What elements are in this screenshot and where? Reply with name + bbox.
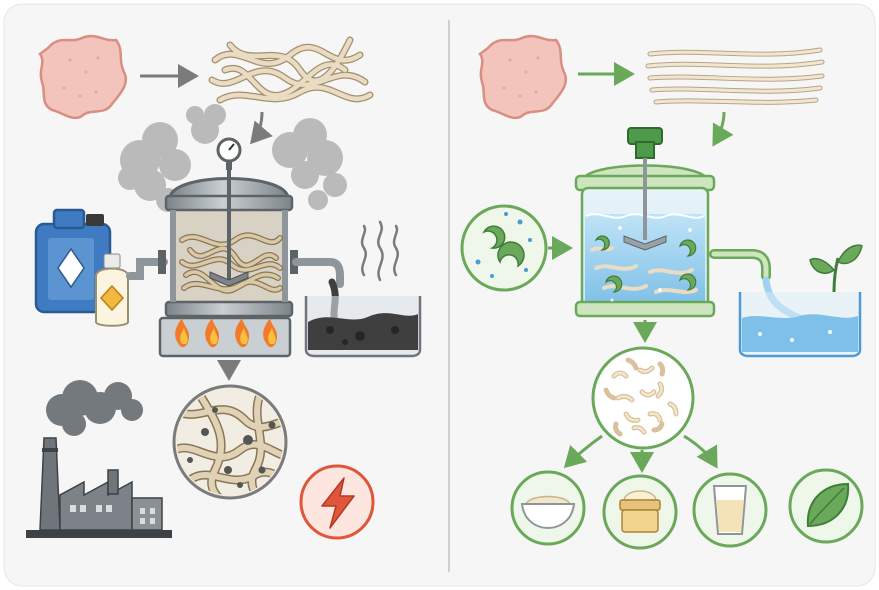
- powder-bowl-icon: [512, 472, 584, 544]
- burner-flames-icon: [160, 318, 290, 356]
- microbe-culture-icon: [462, 206, 546, 290]
- cream-jar-icon: [604, 476, 676, 548]
- leaf-icon: [790, 470, 862, 542]
- pressure-reactor-icon: [166, 160, 292, 316]
- peptide-fragments-icon: [593, 348, 693, 448]
- high-energy-icon: [301, 466, 373, 538]
- drink-glass-icon: [694, 474, 766, 546]
